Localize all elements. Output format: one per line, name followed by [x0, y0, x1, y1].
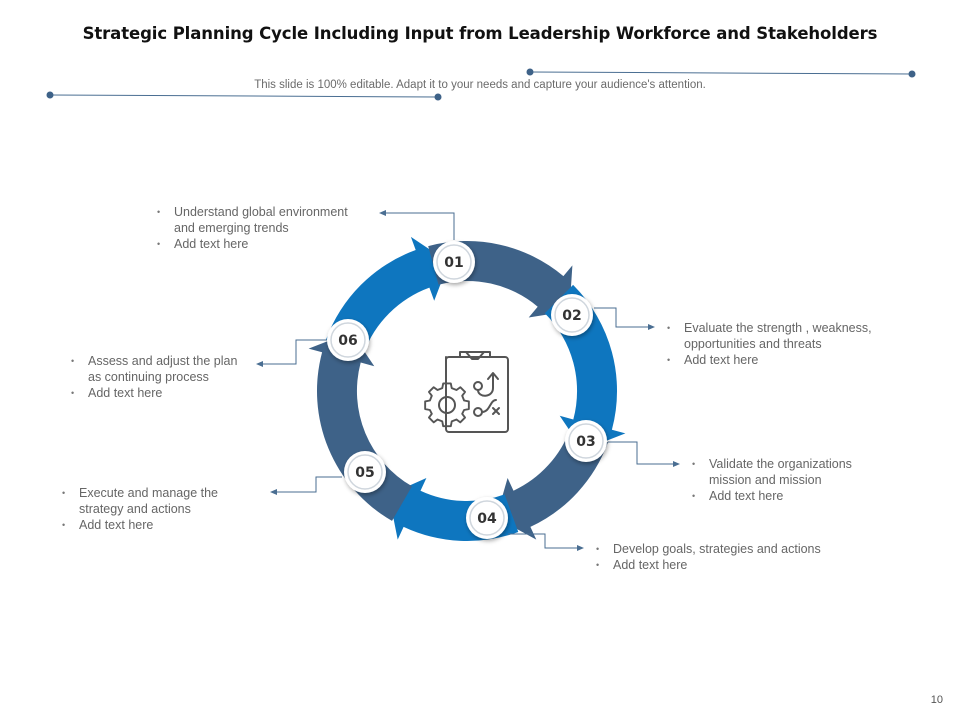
step-05-item-1: Execute and manage the strategy and acti…	[60, 485, 245, 517]
connector-05	[270, 476, 342, 495]
step-03-item-2: Add text here	[690, 488, 880, 504]
badge-06-label: 06	[338, 333, 357, 349]
step-05-item-2: Add text here	[60, 517, 245, 533]
connector-01	[379, 210, 455, 240]
step-02-item-1: Evaluate the strength , weakness, opport…	[665, 320, 890, 352]
badge-01-label: 01	[444, 255, 463, 271]
step-05-notes: Execute and manage the strategy and acti…	[60, 485, 245, 533]
connector-06	[256, 339, 327, 367]
step-04-notes: Develop goals, strategies and actions Ad…	[594, 541, 854, 573]
strategy-gear-clipboard-icon	[424, 351, 509, 433]
step-03-item-1: Validate the organizations mission and m…	[690, 456, 880, 488]
connector-04	[508, 533, 584, 551]
step-02-item-2: Add text here	[665, 352, 890, 368]
page-number: 10	[930, 694, 943, 706]
cycle-arrows	[308, 236, 626, 542]
badge-04: 04	[466, 497, 508, 539]
badge-05-label: 05	[355, 465, 374, 481]
connector-lines	[256, 210, 680, 551]
cycle-arrow-06	[308, 332, 412, 521]
step-06-item-2: Add text here	[69, 385, 254, 401]
badge-06: 06	[327, 319, 369, 361]
badge-05: 05	[344, 451, 386, 493]
badge-03-label: 03	[576, 434, 595, 450]
badge-03: 03	[565, 420, 607, 462]
badge-01: 01	[433, 241, 475, 283]
step-06-item-1: Assess and adjust the plan as continuing…	[69, 353, 254, 385]
badge-02-label: 02	[562, 308, 581, 324]
badge-02: 02	[551, 294, 593, 336]
step-04-item-1: Develop goals, strategies and actions	[594, 541, 854, 557]
connector-03	[608, 441, 680, 467]
slide-subtitle: This slide is 100% editable. Adapt it to…	[254, 79, 706, 91]
step-01-notes: Understand global environment and emergi…	[155, 204, 370, 252]
step-06-notes: Assess and adjust the plan as continuing…	[69, 353, 254, 401]
step-01-item-1: Understand global environment and emergi…	[155, 204, 370, 236]
step-04-item-2: Add text here	[594, 557, 854, 573]
step-02-notes: Evaluate the strength , weakness, opport…	[665, 320, 890, 368]
step-01-item-2: Add text here	[155, 236, 370, 252]
connector-02	[594, 307, 655, 330]
step-03-notes: Validate the organizations mission and m…	[690, 456, 880, 504]
slide-title: Strategic Planning Cycle Including Input…	[82, 24, 878, 43]
decorative-lines	[46, 68, 916, 101]
badge-04-label: 04	[477, 511, 497, 527]
